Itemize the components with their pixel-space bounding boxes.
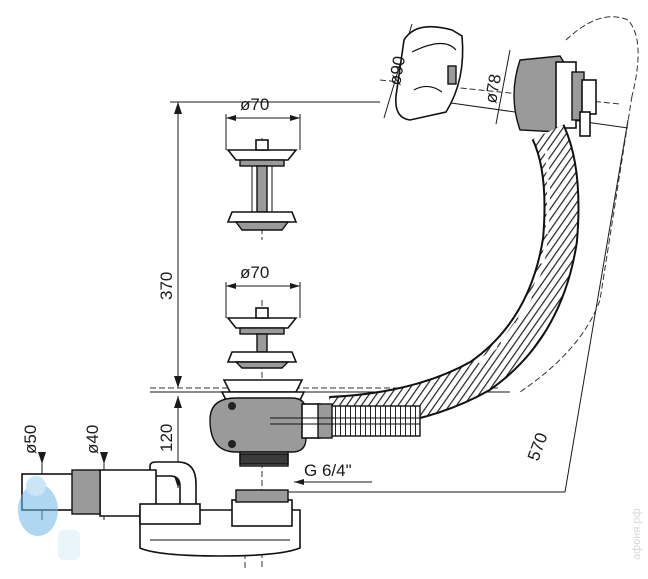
drain-body bbox=[209, 379, 307, 467]
dim-height-120: 120 bbox=[157, 424, 176, 452]
drain-cap-top bbox=[226, 139, 298, 231]
dim-diameter-50: ø50 bbox=[21, 425, 40, 454]
drain-cap-middle bbox=[226, 307, 298, 369]
dim-height-370: 370 bbox=[157, 272, 176, 300]
bath-rim-outline bbox=[565, 16, 639, 97]
dim-diameter-78: ø78 bbox=[481, 73, 505, 105]
overflow-connector bbox=[513, 55, 597, 137]
dim-thread: G 6/4" bbox=[304, 461, 352, 480]
overflow-hose bbox=[329, 124, 580, 432]
dim-diameter-90: ø90 bbox=[385, 55, 409, 87]
dim-length-570: 570 bbox=[524, 430, 552, 463]
overflow-head bbox=[394, 25, 464, 121]
dim-diameter-70-top: ø70 bbox=[240, 95, 269, 114]
bath-side-outline bbox=[519, 95, 633, 393]
watermark-logo bbox=[18, 476, 80, 560]
watermark-text: афоня.рф bbox=[631, 508, 643, 560]
siphon bbox=[21, 461, 301, 557]
hose-connector bbox=[270, 403, 421, 439]
dimension-lines bbox=[38, 23, 629, 520]
dim-diameter-40: ø40 bbox=[83, 425, 102, 454]
dim-diameter-70-middle: ø70 bbox=[240, 263, 269, 282]
